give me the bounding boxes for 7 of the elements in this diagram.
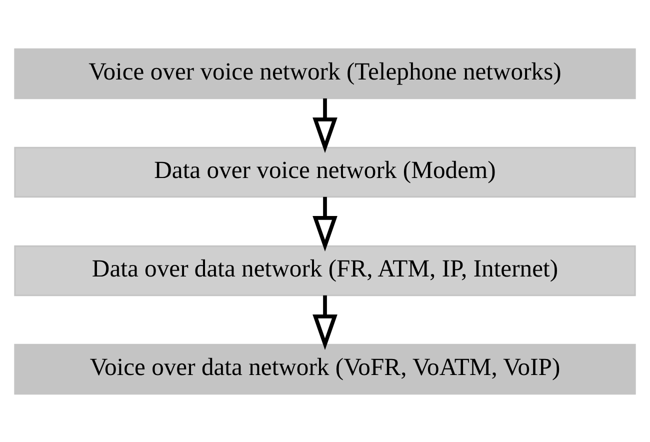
arrow xyxy=(312,294,338,350)
node-box: Data over voice network (Modem) xyxy=(14,146,636,198)
arrow xyxy=(312,98,338,152)
node-box: Data over data network (FR, ATM, IP, Internet) xyxy=(14,244,636,296)
node-box: Voice over data network (VoFR, VoATM, VoIP) xyxy=(14,343,636,394)
arrow xyxy=(312,196,338,251)
node-box: Voice over voice network (Telephone networks) xyxy=(14,48,636,99)
